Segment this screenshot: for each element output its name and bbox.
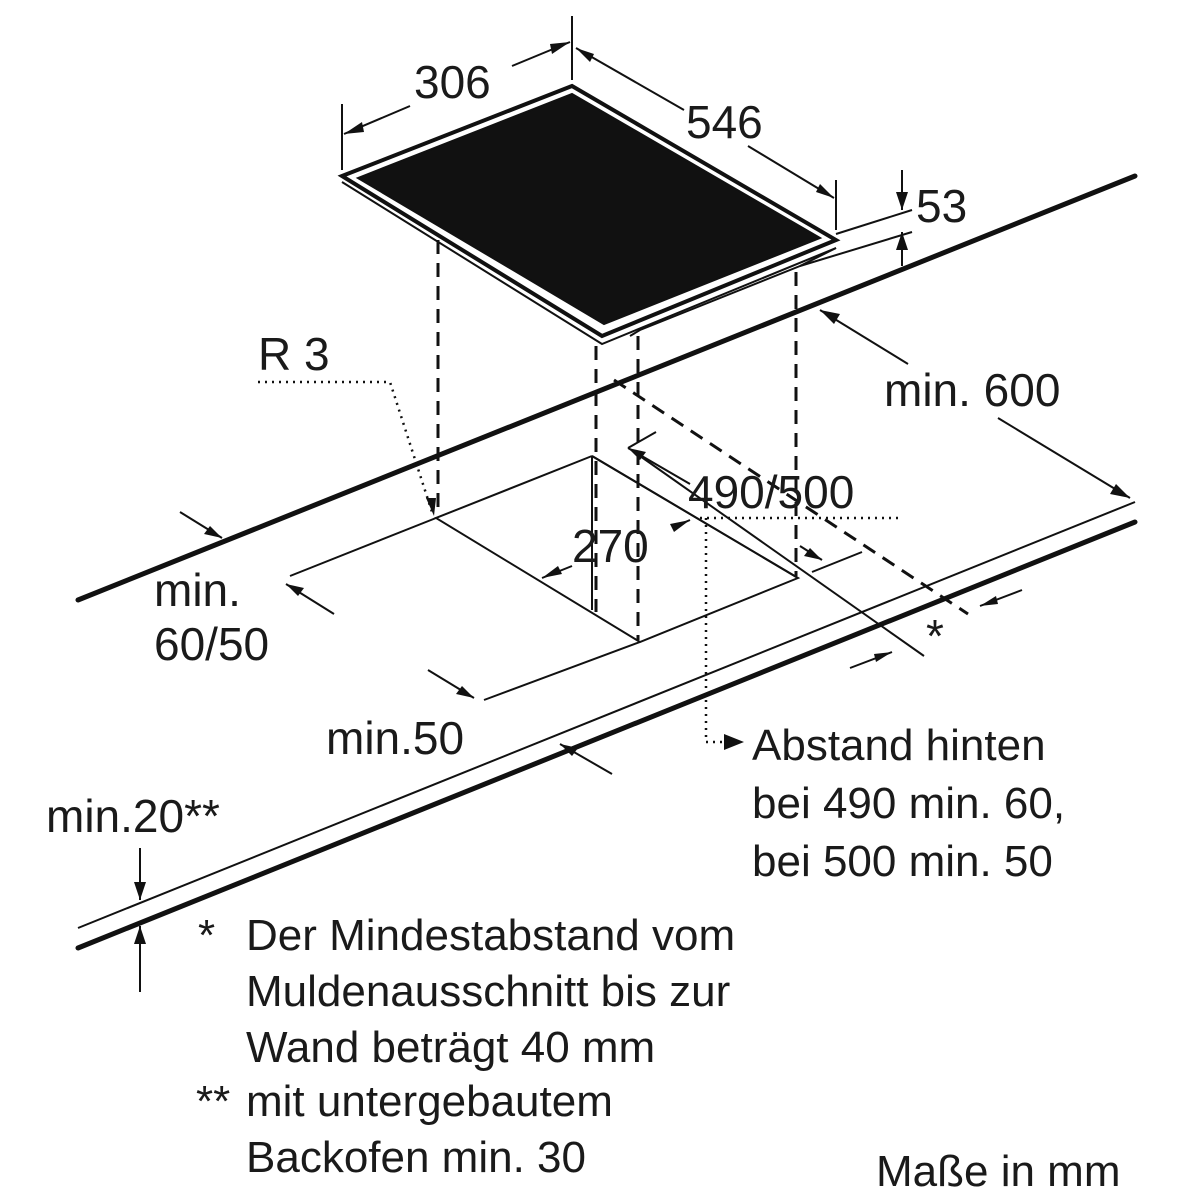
footnote-single-line3: Wand beträgt 40 mm — [246, 1023, 655, 1072]
width-label: 306 — [414, 56, 491, 108]
hob-glass — [355, 92, 823, 326]
rear-note-line1: Abstand hinten — [752, 721, 1046, 770]
footnote-single-line2: Muldenausschnitt bis zur — [246, 967, 730, 1016]
footnote-double-line1: mit untergebautem — [246, 1077, 613, 1126]
footnotes: * Der Mindestabstand vom Muldenausschnit… — [196, 911, 735, 1182]
worktop-front-top-edge — [77, 501, 1136, 929]
abstand-leader — [704, 518, 724, 744]
depth-label: 546 — [686, 96, 763, 148]
hob — [337, 83, 841, 346]
cutout-depth-label: 490/500 — [688, 466, 854, 518]
footnote-double-line2: Backofen min. 30 — [246, 1133, 586, 1182]
rear-note-line2: bei 490 min. 60, — [752, 779, 1065, 828]
worktop — [75, 173, 1138, 951]
radius-label: R 3 — [258, 328, 330, 380]
min-front-label: min.50 — [326, 712, 464, 764]
rear-note: Abstand hinten bei 490 min. 60, bei 500 … — [752, 721, 1065, 886]
dimension-labels: 306 546 53 R 3 min. 600 490/500 270 min.… — [46, 56, 1060, 842]
projection-lines — [436, 240, 969, 640]
footnote-double-marker: ** — [196, 1077, 230, 1126]
worktop-back-edge — [75, 173, 1138, 603]
height-label: 53 — [916, 180, 967, 232]
min-side-label-2: 60/50 — [154, 618, 269, 670]
leader-lines — [258, 380, 900, 750]
hob-underside — [629, 247, 837, 337]
footnote-single-line1: Der Mindestabstand vom — [246, 911, 735, 960]
min-depth-label: min. 600 — [884, 364, 1060, 416]
dimension-lines — [134, 16, 1131, 992]
r3-leader — [258, 380, 434, 513]
worktop-front-bottom-edge — [75, 519, 1138, 951]
cutout-width-label: 270 — [572, 520, 649, 572]
hob-bottom-edge — [341, 181, 837, 346]
footnote-single-marker: * — [198, 911, 215, 960]
asterisk-label: * — [926, 610, 944, 662]
min-20-label: min.20** — [46, 790, 220, 842]
rear-note-line3: bei 500 min. 50 — [752, 837, 1053, 886]
units-label: Maße in mm — [876, 1147, 1120, 1196]
min-side-label-1: min. — [154, 564, 241, 616]
